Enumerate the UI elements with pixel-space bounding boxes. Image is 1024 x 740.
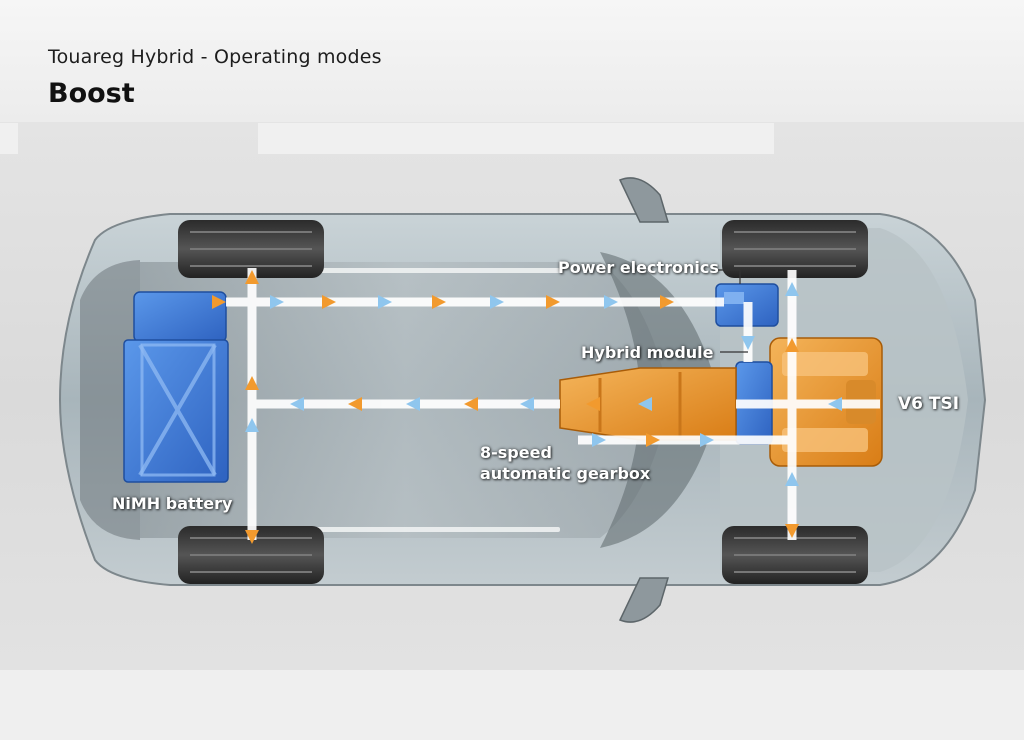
flow-arrows-bottom [592, 433, 714, 447]
background-strip [0, 123, 18, 154]
label-gearbox: 8-speed automatic gearbox [480, 442, 650, 484]
tire-rear-left [178, 220, 324, 278]
operating-mode-title: Boost [48, 78, 135, 109]
footer-band [0, 670, 1024, 740]
background-strip [258, 123, 774, 154]
diagram-title: Touareg Hybrid - Operating modes [48, 46, 382, 68]
energy-flow-paths [226, 268, 880, 540]
flow-arrows-vertical [245, 270, 799, 544]
label-gearbox-line2: automatic gearbox [480, 464, 651, 483]
roof-rail [300, 268, 560, 273]
tire-rear-right [178, 526, 324, 584]
mirror-top [618, 177, 670, 223]
label-engine: V6 TSI [898, 394, 960, 414]
label-battery: NiMH battery [112, 494, 233, 513]
header-band [0, 0, 1024, 122]
label-gearbox-line1: 8-speed [480, 443, 552, 462]
roof-rail [300, 527, 560, 532]
tire-front-left [722, 220, 868, 278]
leader-power-electronics [716, 269, 741, 284]
flow-arrows-top [212, 295, 674, 309]
label-power-electronics: Power electronics [558, 258, 719, 277]
flow-arrows-middle [290, 397, 842, 411]
nimh-battery [123, 291, 229, 483]
mirror-bottom [618, 577, 670, 623]
label-hybrid-module: Hybrid module [581, 343, 714, 362]
